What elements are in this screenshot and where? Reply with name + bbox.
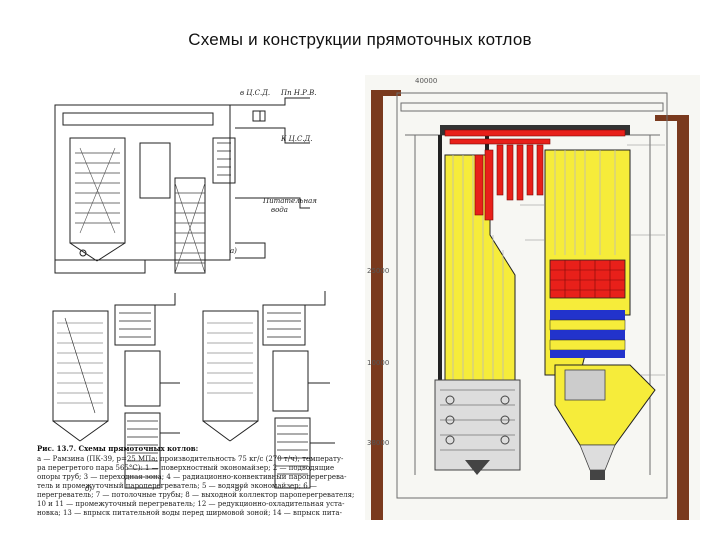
radiant-superheater <box>444 129 626 221</box>
caption-heading: Рис. 13.7. Схемы прямоточных котлов: <box>37 444 198 453</box>
boiler-schematics-figure: Пп Н.Р.В. в Ц.С.Д. К Ц.С.Д. Питательная … <box>37 89 354 517</box>
elevation-mark: 38000 <box>367 439 389 447</box>
label-sub-b: б) <box>85 485 92 493</box>
label-feed-water-2: вода <box>271 206 288 214</box>
figure-caption: Рис. 13.7. Схемы прямоточных котлов: а —… <box>37 444 354 517</box>
caption-line: а — Рамзина (ПК-39, р=25 МПа; производит… <box>37 455 344 463</box>
label-feed-water-1: Питательная <box>262 197 317 205</box>
elevation-marks: 25000 10000 38000 40000 <box>367 77 437 447</box>
convective-shaft <box>544 149 656 480</box>
label-k-ppv: К Ц.С.Д. <box>280 135 312 143</box>
caption-line: ра перегретого пара 565°С): 1 — поверхно… <box>37 464 334 472</box>
furnace-walls <box>434 125 630 475</box>
slide-title: Схемы и конструкции прямоточных котлов <box>188 30 532 49</box>
scheme-v-drawing <box>202 291 335 489</box>
building-frame <box>371 90 689 520</box>
caption-line: новка; 13 — впрыск питательной воды пере… <box>37 509 343 517</box>
label-sub-v: в) <box>235 485 242 493</box>
elevation-mark: 25000 <box>367 267 389 275</box>
top-elevation-mark: 40000 <box>415 77 437 85</box>
elevation-mark: 10000 <box>367 359 389 367</box>
caption-line: опоры труб; 3 — переходная зона; 4 — рад… <box>37 473 347 481</box>
boiler-construction-drawing: 25000 10000 38000 40000 <box>365 75 700 520</box>
caption-line: тель и промежуточный пароперегреватель; … <box>37 482 317 490</box>
scheme-a-drawing <box>54 97 310 274</box>
caption-line: перегреватель; 7 — потолочные трубы; 8 —… <box>37 491 354 499</box>
label-to-ppv: в Ц.С.Д. <box>240 89 270 97</box>
scheme-b-drawing <box>52 293 180 489</box>
piping-network <box>520 144 665 376</box>
scheme-a-labels: Пп Н.Р.В. в Ц.С.Д. К Ц.С.Д. Питательная … <box>230 89 317 255</box>
label-sub-a: а) <box>230 247 237 255</box>
caption-line: 10 и 11 — промежуточный перегреватель; 1… <box>37 500 345 508</box>
label-steam-ppv: Пп Н.Р.В. <box>280 89 316 97</box>
